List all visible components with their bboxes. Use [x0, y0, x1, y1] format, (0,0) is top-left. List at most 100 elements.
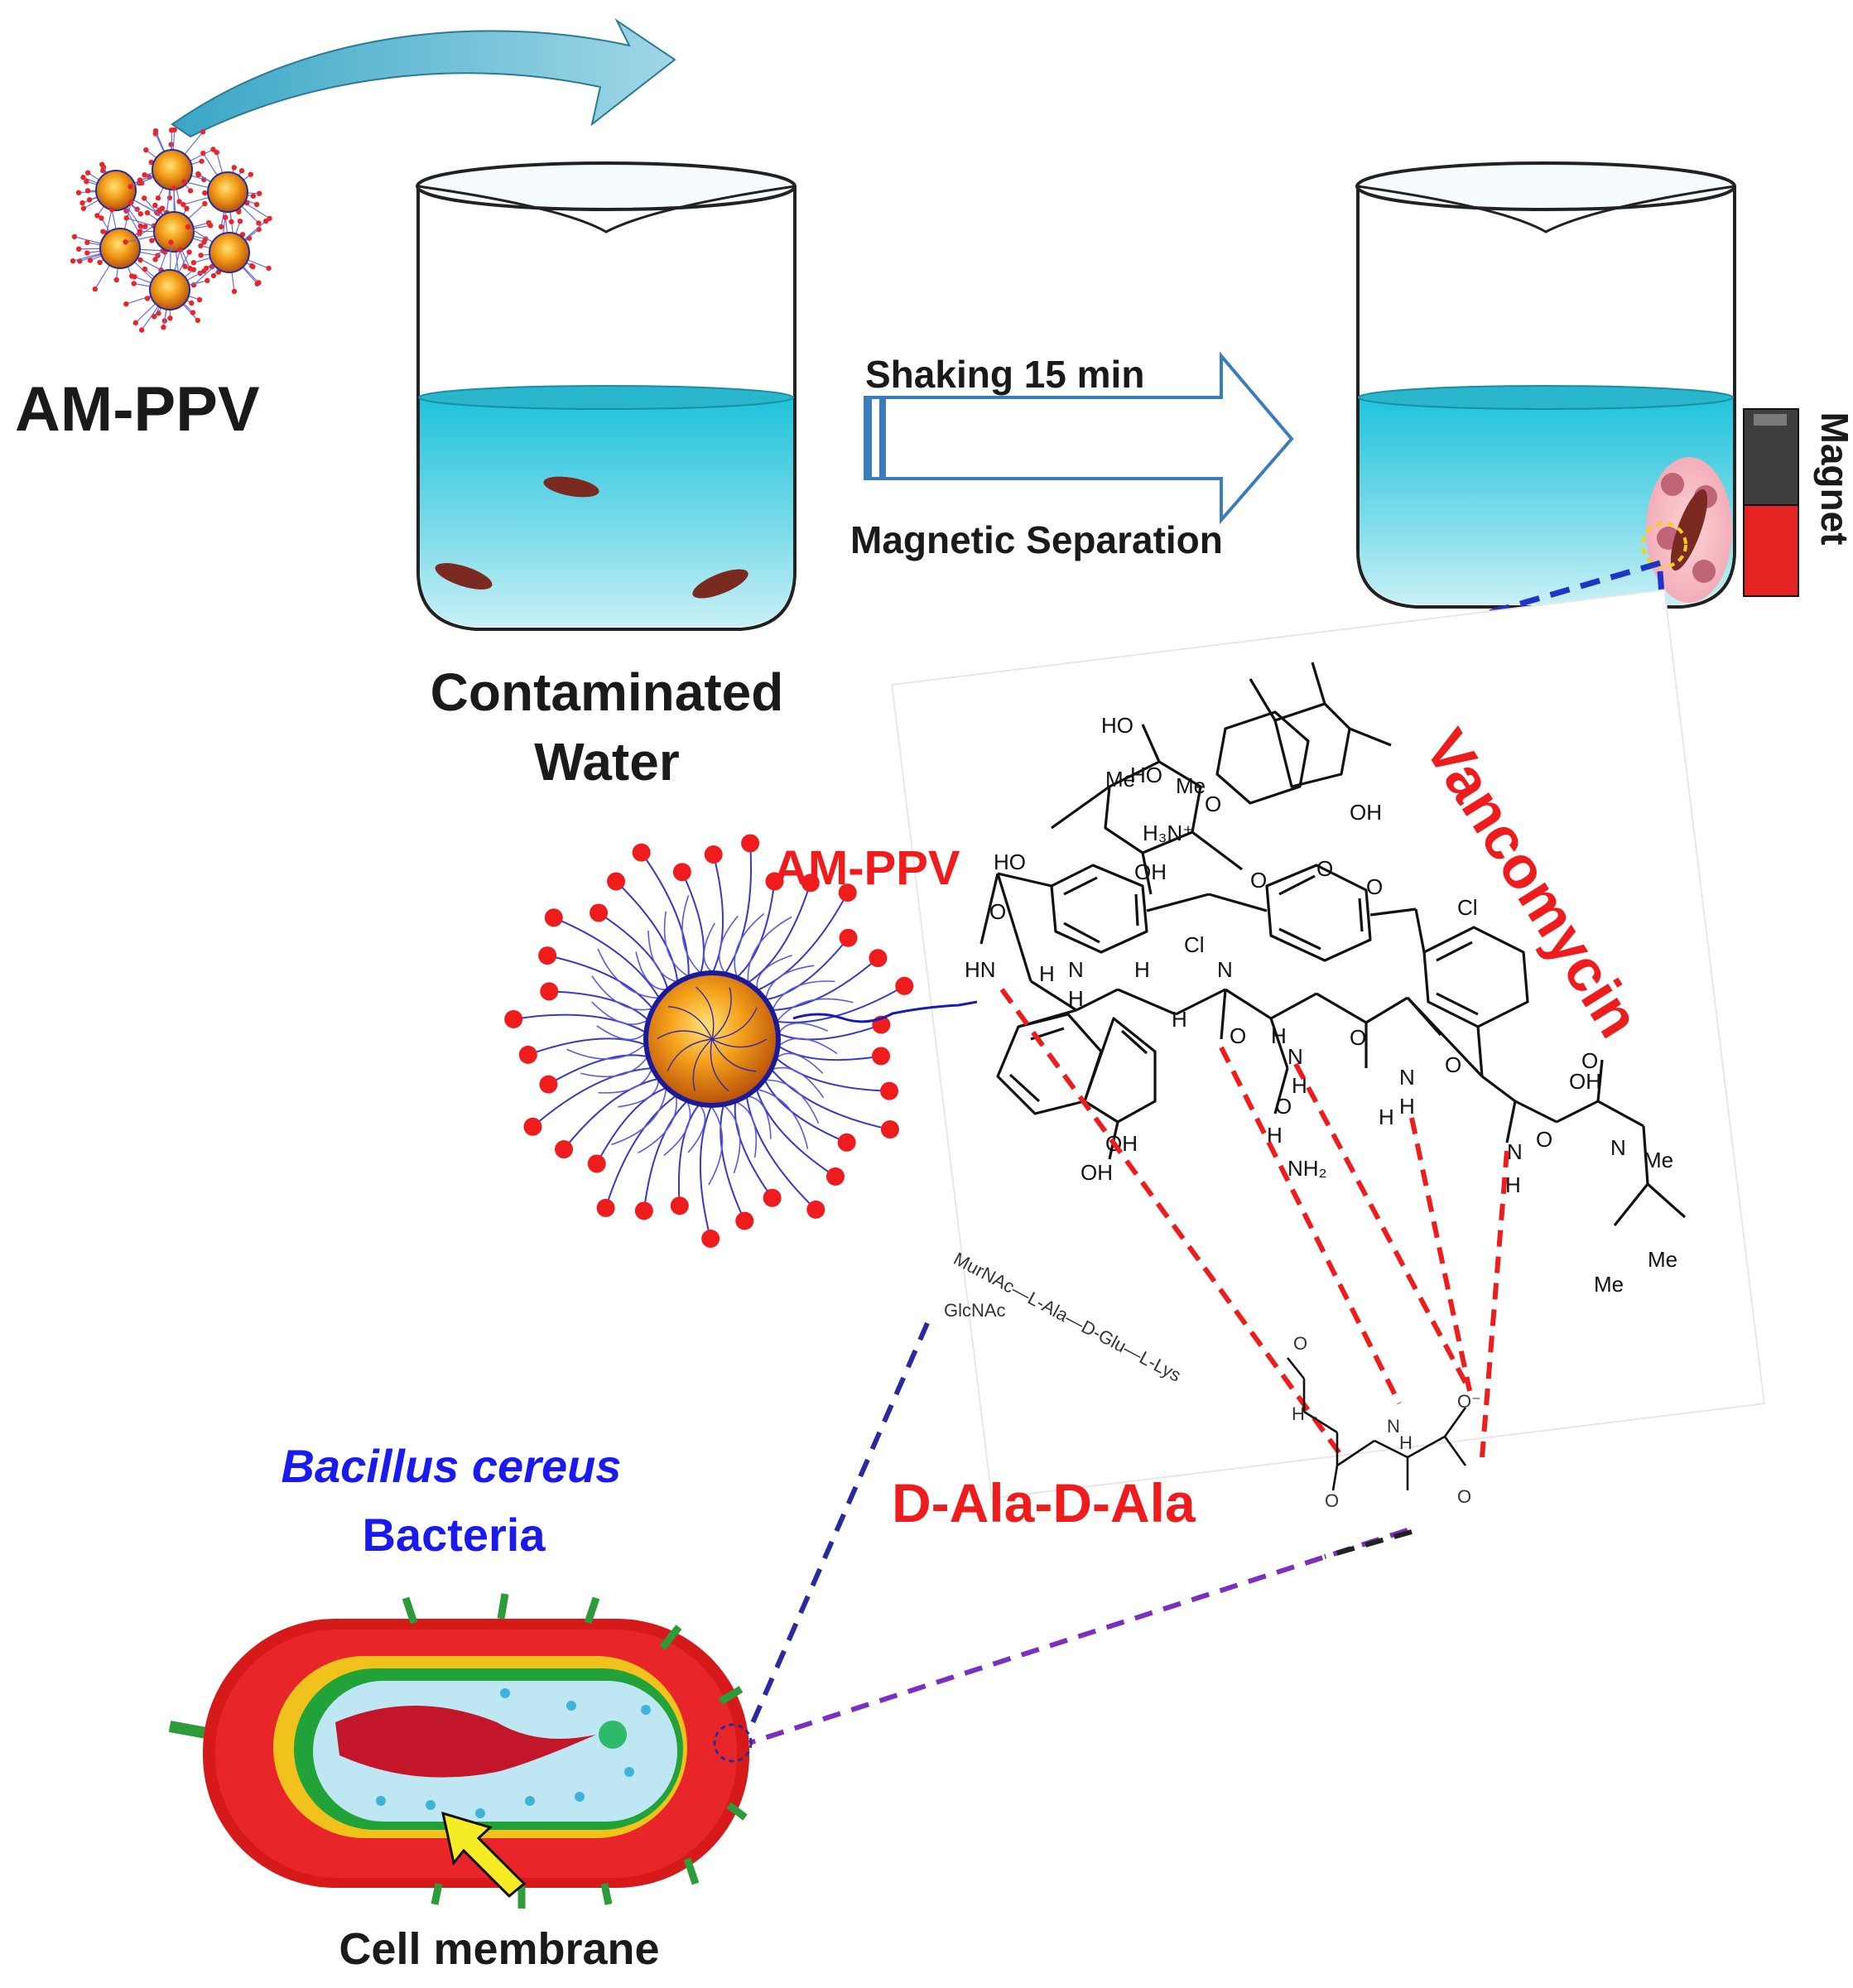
atom-label-o4: O	[1366, 874, 1383, 899]
atom-label-h2: H	[1068, 986, 1084, 1011]
brush-strand	[771, 1069, 890, 1129]
brush-end	[137, 229, 142, 233]
brush-strand	[566, 1044, 646, 1059]
brush-end	[85, 171, 90, 176]
brush-end	[248, 172, 253, 177]
contaminated-label-line2: Water	[534, 732, 679, 792]
bacillus-label: Bacillus cereus	[282, 1440, 622, 1492]
atom-label-o2: O	[1316, 856, 1333, 881]
brush-end	[223, 214, 228, 219]
bacterium-cross-section	[170, 1594, 751, 1909]
d-ala-d-ala-label: D-Ala-D-Ala	[892, 1472, 1196, 1533]
brush-strand	[765, 938, 848, 1000]
brush-end	[138, 211, 143, 216]
brush-strand	[598, 949, 660, 999]
brush-strand	[682, 895, 701, 974]
brush-end	[202, 190, 207, 195]
brush-strand	[599, 912, 668, 989]
brush-end	[152, 203, 157, 208]
cell-membrane-label: Cell membrane	[339, 1924, 659, 1974]
brush-end	[880, 1082, 898, 1100]
brush-end	[763, 1189, 782, 1207]
brush-strand	[549, 991, 648, 1020]
atom-label-me4: Me	[1648, 1247, 1677, 1272]
magnetic-separation-label: Magnetic Separation	[850, 518, 1223, 561]
atom-label-oh1: OH	[1350, 800, 1382, 825]
brush-end	[826, 1167, 845, 1186]
separation-beaker	[1357, 163, 1735, 607]
dala-label-hn: H	[1292, 1403, 1305, 1424]
brush-end	[161, 325, 166, 330]
brush-end	[152, 257, 157, 262]
brush-end	[85, 188, 90, 193]
am-ppv-mid-label: AM-PPV	[773, 841, 960, 895]
atom-label-n1: N	[1068, 957, 1084, 982]
contaminated-beaker	[417, 163, 795, 629]
brush-end	[872, 1047, 890, 1065]
atom-label-nh2: NH₂	[1287, 1156, 1327, 1181]
brush-end	[190, 310, 195, 315]
brush-end	[239, 168, 244, 173]
brush-end	[232, 289, 237, 294]
dala-label-n: N	[1387, 1416, 1400, 1437]
dala-label-o3: O	[1457, 1486, 1471, 1507]
brush-end	[195, 318, 200, 323]
brush-strand	[772, 958, 878, 1010]
brush-end	[206, 220, 211, 225]
brush-strand	[592, 976, 653, 1010]
brush-end	[88, 258, 93, 262]
brush-end	[124, 215, 129, 220]
dala-label-o2: O	[1325, 1490, 1339, 1511]
brush-end	[195, 171, 200, 176]
curved-transfer-arrow	[172, 21, 675, 137]
dala-label-o1: O	[1293, 1333, 1307, 1354]
brush-end	[137, 177, 142, 182]
brush-end	[838, 1134, 856, 1152]
atom-label-ho3: HO	[994, 850, 1026, 874]
brush-end	[191, 260, 196, 265]
brush-end	[254, 202, 259, 207]
atom-label-o6: O	[1230, 1023, 1246, 1048]
brush-end	[214, 150, 219, 155]
brush-strand	[723, 1105, 740, 1173]
brush-end	[247, 235, 252, 240]
brush-end	[142, 195, 147, 200]
am-ppv-nanoparticle	[504, 834, 913, 1248]
atom-label-me5: Me	[1594, 1272, 1624, 1297]
brush-end	[87, 197, 92, 202]
brush-end	[840, 929, 858, 947]
brush-end	[79, 200, 84, 205]
brush-strand	[778, 1046, 881, 1060]
brush-end	[137, 258, 142, 262]
brush-end	[881, 1120, 899, 1138]
brush-end	[177, 247, 182, 252]
brush-end	[523, 1118, 541, 1136]
dala-label-glcnac: GlcNAc	[944, 1300, 1006, 1321]
atom-label-h1: H	[1039, 961, 1055, 986]
nanoparticle-core	[208, 172, 248, 212]
magnet-label: Magnet	[1813, 412, 1853, 546]
brush-end	[123, 239, 128, 244]
am-ppv-cluster-icon	[70, 128, 272, 333]
brush-strand	[778, 1023, 828, 1035]
brush-end	[72, 234, 77, 239]
brush-end	[142, 267, 147, 272]
brush-strand	[764, 1081, 819, 1124]
brush-end	[128, 184, 132, 189]
atom-label-me3: Me	[1644, 1148, 1673, 1172]
brush-end	[128, 200, 133, 205]
brush-end	[76, 190, 81, 195]
atom-label-n4: N	[1399, 1065, 1415, 1090]
atom-label-h4: H	[1172, 1007, 1187, 1032]
brush-strand	[724, 843, 751, 974]
atom-label-h8: H	[1399, 1094, 1415, 1119]
brush-end	[519, 1046, 537, 1064]
atom-label-hn1: HN	[965, 957, 996, 982]
brush-end	[169, 128, 174, 132]
brush-end	[185, 224, 190, 229]
brush-end	[184, 206, 189, 211]
nanoparticle-core	[150, 270, 190, 310]
atom-label-me2: Me	[1176, 773, 1206, 798]
brush-end	[200, 151, 205, 156]
brush-end	[181, 179, 186, 184]
